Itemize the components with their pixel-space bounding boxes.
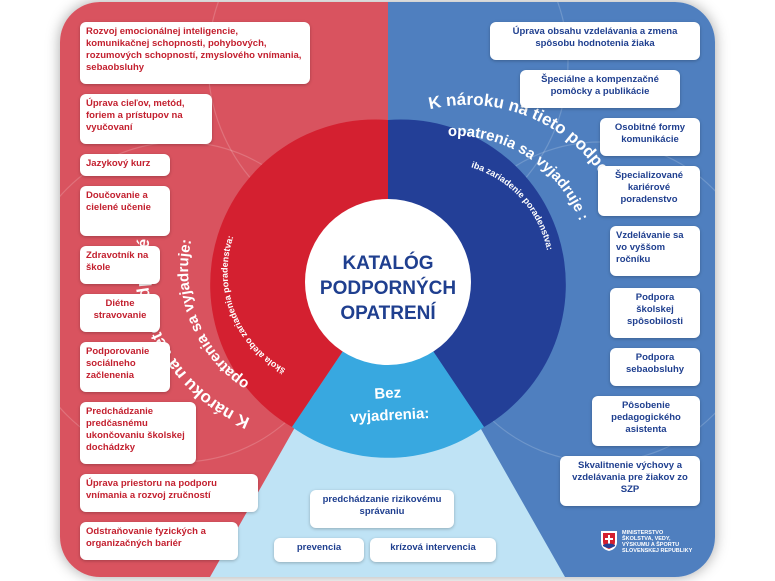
left-item-2: Úprava cieľov, metód, foriem a prístupov… — [80, 94, 212, 144]
diagram-svg: KATALÓG PODPORNÝCH OPATRENÍ K nároku na … — [60, 2, 715, 577]
left-item-1: Rozvoj emocionálnej inteligencie, komuni… — [80, 22, 310, 84]
right-item-1: Úprava obsahu vzdelávania a zmena spôsob… — [490, 22, 700, 60]
bottom-item-2: prevencia — [274, 538, 364, 562]
right-item-9: Skvalitnenie výchovy a vzdelávania pre ž… — [560, 456, 700, 506]
right-item-3: Osobitné formy komunikácie — [600, 118, 700, 156]
right-item-2: Špeciálne a kompenzačné pomôcky a publik… — [520, 70, 680, 108]
logo-line-2: ŠKOLSTVA, VEDY, — [622, 536, 671, 542]
logo-text: MINISTERSTVO ŠKOLSTVA, VEDY, VÝSKUMU A Š… — [622, 530, 692, 554]
bottom-title-line1: Bez — [374, 384, 402, 402]
center-title-line2: PODPORNÝCH — [320, 277, 456, 299]
left-item-10: Odstraňovanie fyzických a organizačných … — [80, 522, 238, 560]
ministry-logo: MINISTERSTVO ŠKOLSTVA, VEDY, VÝSKUMU A Š… — [600, 530, 712, 566]
bottom-ring — [292, 284, 484, 458]
left-item-6: Diétne stravovanie — [80, 294, 160, 332]
bottom-item-3: krízová intervencia — [370, 538, 496, 562]
logo-line-3: VÝSKUMU A ŠPORTU — [622, 542, 680, 548]
right-item-7: Podpora sebaobsluhy — [610, 348, 700, 386]
center-circle — [305, 199, 471, 365]
left-item-7: Podporovanie sociálneho začlenenia — [80, 342, 170, 392]
right-item-5: Vzdelávanie sa vo vyššom ročníku — [610, 226, 700, 276]
logo-line-1: MINISTERSTVO — [622, 530, 664, 536]
bottom-region — [210, 392, 565, 577]
right-item-4: Špecializované kariérové poradenstvo — [598, 166, 700, 216]
right-item-6: Podpora školskej spôsobilosti — [610, 288, 700, 338]
center-title-line3: OPATRENÍ — [340, 302, 436, 324]
logo-line-4: SLOVENSKEJ REPUBLIKY — [622, 548, 693, 554]
diagram-frame: KATALÓG PODPORNÝCH OPATRENÍ K nároku na … — [60, 2, 715, 577]
left-item-5: Zdravotník na škole — [80, 246, 160, 284]
bottom-item-1: predchádzanie rizikovému správaniu — [310, 490, 454, 528]
left-item-3: Jazykový kurz — [80, 154, 170, 176]
center-title-line1: KATALÓG — [342, 252, 433, 274]
bottom-title-line2: vyjadrenia: — [350, 405, 430, 426]
coat-of-arms-icon — [601, 531, 617, 551]
right-item-8: Pôsobenie pedagogického asistenta — [592, 396, 700, 446]
left-item-4: Doučovanie a cielené učenie — [80, 186, 170, 236]
left-item-8: Predchádzanie predčasnému ukončovaniu šk… — [80, 402, 196, 464]
left-item-9: Úprava priestoru na podporu vnímania a r… — [80, 474, 258, 512]
